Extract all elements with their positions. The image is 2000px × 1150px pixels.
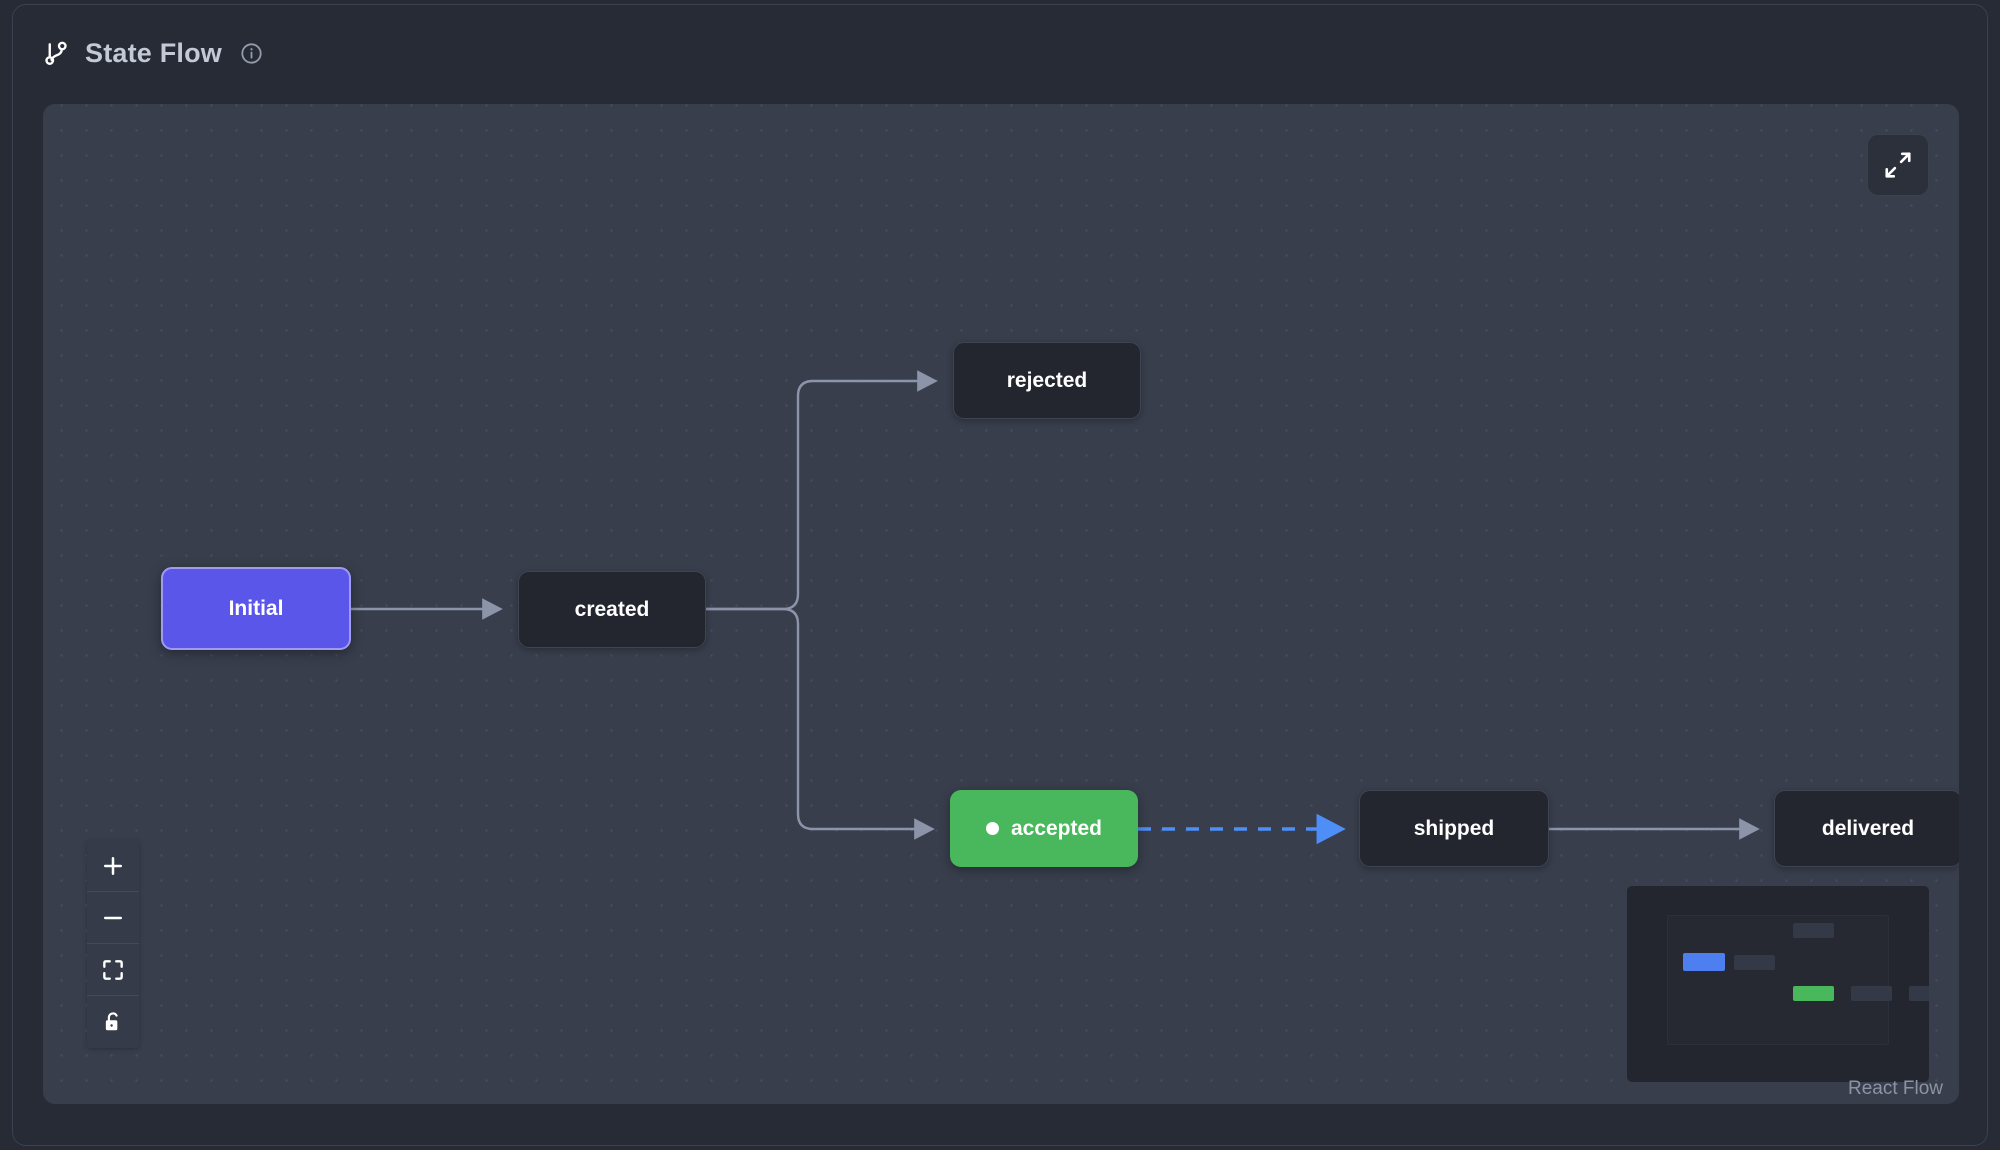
minimap-node-rejected — [1793, 923, 1834, 938]
git-branch-icon — [41, 38, 71, 68]
edge-created-rejected[interactable] — [706, 381, 933, 609]
flow-node-accepted[interactable]: accepted — [950, 790, 1138, 867]
flow-node-label: delivered — [1822, 817, 1914, 841]
flow-node-delivered[interactable]: delivered — [1774, 790, 1959, 867]
flow-node-shipped[interactable]: shipped — [1359, 790, 1549, 867]
edge-created-accepted[interactable] — [706, 609, 930, 829]
flow-node-rejected[interactable]: rejected — [953, 342, 1141, 419]
lock-toggle-button[interactable] — [87, 996, 139, 1048]
minimap-node-initial — [1683, 953, 1725, 971]
flow-node-initial[interactable]: Initial — [161, 567, 351, 650]
flow-node-label: shipped — [1414, 817, 1495, 841]
flow-controls[interactable] — [87, 840, 139, 1048]
minimap-node-delivered — [1909, 986, 1929, 1001]
minimap-node-accepted — [1793, 986, 1834, 1001]
flow-node-label: rejected — [1007, 369, 1088, 393]
expand-button[interactable] — [1867, 134, 1929, 196]
flow-node-created[interactable]: created — [518, 571, 706, 648]
info-circle-icon[interactable] — [240, 42, 263, 65]
unlock-icon — [100, 1009, 126, 1035]
card-header: State Flow — [13, 5, 1987, 101]
state-flow-card: State Flow — [12, 4, 1988, 1146]
page-title: State Flow — [85, 38, 222, 69]
fit-view-icon — [100, 957, 126, 983]
minus-icon — [100, 905, 126, 931]
status-dot-icon — [986, 822, 999, 835]
minimap-node-shipped — [1851, 986, 1892, 1001]
flow-minimap[interactable] — [1627, 886, 1929, 1082]
react-flow-attribution[interactable]: React Flow — [1848, 1078, 1943, 1100]
expand-diagonal-icon — [1883, 150, 1913, 180]
react-flow-canvas[interactable]: Initial created rejected accepted shippe… — [43, 104, 1959, 1104]
fit-view-button[interactable] — [87, 944, 139, 996]
minimap-viewport[interactable] — [1667, 915, 1889, 1045]
flow-node-label: accepted — [1011, 817, 1102, 841]
zoom-out-button[interactable] — [87, 892, 139, 944]
plus-icon — [100, 853, 126, 879]
minimap-node-created — [1734, 955, 1775, 970]
flow-node-label: created — [575, 598, 650, 622]
flow-node-label: Initial — [229, 597, 284, 621]
zoom-in-button[interactable] — [87, 840, 139, 892]
